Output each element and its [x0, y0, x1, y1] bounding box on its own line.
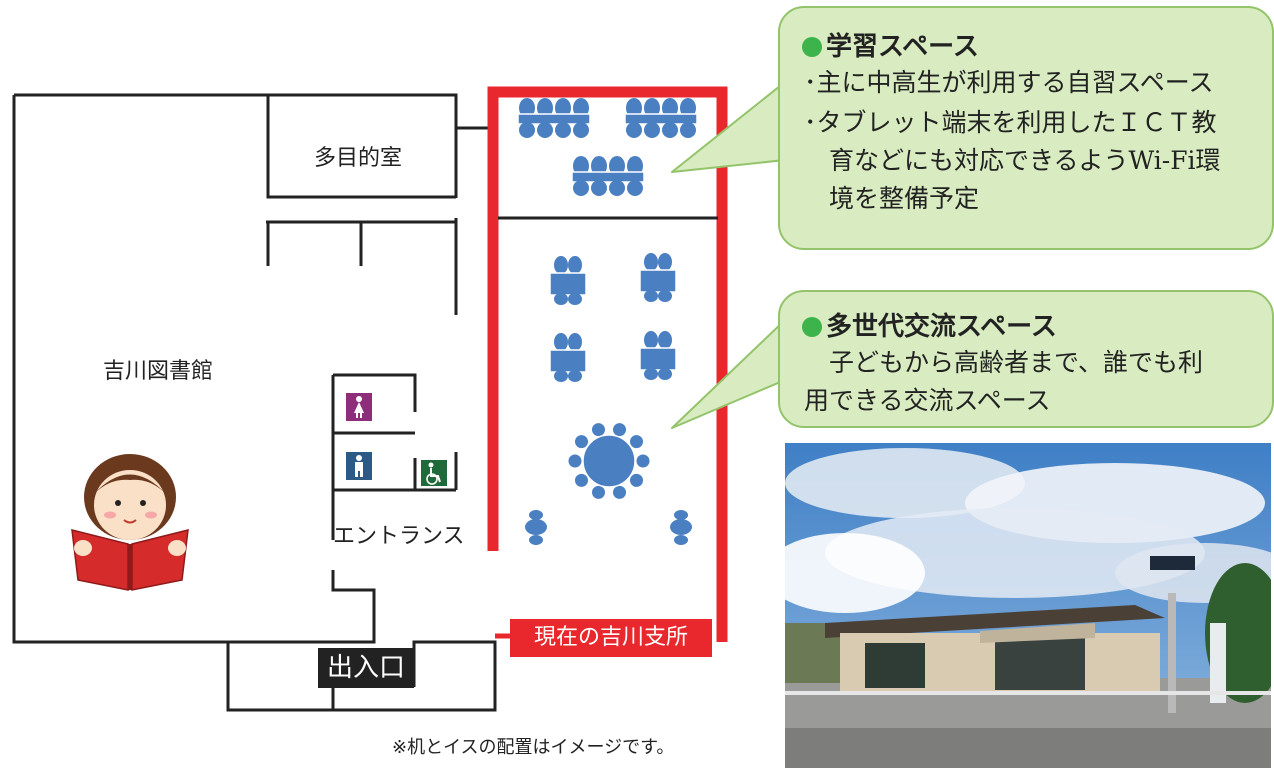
study-desk — [517, 98, 591, 138]
walls — [12, 93, 497, 712]
exit-label: 出入口 — [318, 648, 414, 688]
study-desk — [571, 156, 645, 196]
branch-outline — [487, 86, 728, 642]
multigen-space-title: 多世代交流スペース — [826, 312, 1057, 342]
round-table — [568, 423, 650, 499]
study-desk — [624, 98, 698, 138]
study-space-title: 学習スペース — [826, 32, 979, 62]
multigen-space-line: 子どもから高齢者まで、誰でも利 — [804, 348, 1204, 377]
study-desks — [517, 98, 698, 196]
small-table — [549, 333, 587, 382]
entrance-label: エントランス — [333, 524, 465, 549]
study-space-callout: 学習スペース ･主に中高生が利用する自習スペース ･タブレット端末を利用したＩＣ… — [778, 6, 1274, 250]
stool — [670, 510, 692, 545]
study-space-line: ･主に中高生が利用する自習スペース — [804, 68, 1214, 97]
multipurpose-room-label: 多目的室 — [314, 146, 403, 171]
building-photo — [785, 443, 1271, 768]
multigenerational-space-callout: 多世代交流スペース 子どもから高齢者まで、誰でも利 用できる交流スペース — [778, 290, 1274, 428]
exchange-tables — [525, 253, 692, 545]
reading-girl-illustration — [71, 454, 189, 591]
male-restroom-icon — [346, 452, 372, 480]
small-table — [549, 256, 587, 305]
bullet-dot-icon — [802, 317, 822, 337]
small-table — [639, 331, 677, 380]
bullet-dot-icon — [802, 37, 822, 57]
small-table — [639, 253, 677, 302]
current-branch-label: 現在の吉川支所 — [510, 619, 712, 657]
layout-note: ※机とイスの配置はイメージです。 — [392, 737, 675, 758]
stool — [525, 510, 547, 545]
wheelchair-icon — [421, 460, 447, 486]
study-space-line: ･タブレット端末を利用したＩＣＴ教 — [804, 108, 1217, 137]
study-space-line: 境を整備予定 — [804, 184, 980, 213]
library-label: 吉川図書館 — [103, 359, 214, 384]
female-restroom-icon — [346, 393, 372, 421]
study-space-line: 育などにも対応できるようWi-Fi環 — [804, 146, 1221, 175]
multigen-space-line: 用できる交流スペース — [804, 386, 1051, 415]
